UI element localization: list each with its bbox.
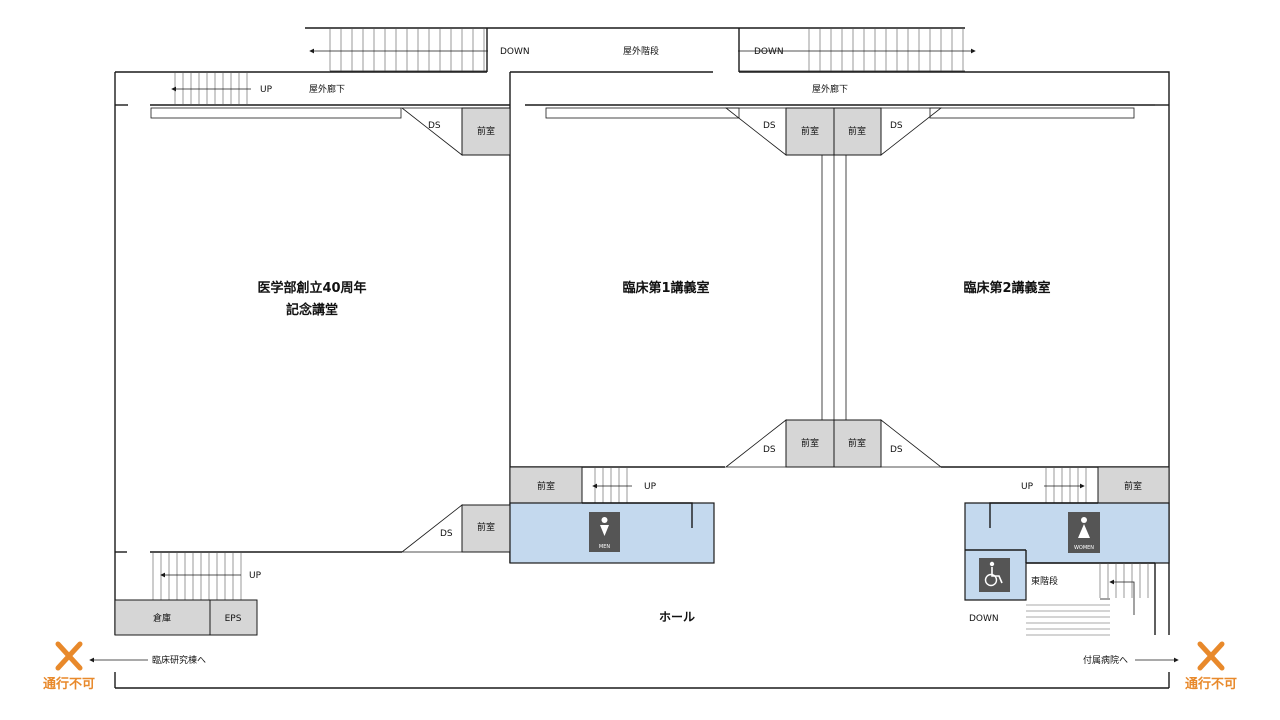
auditorium-name-line1: 医学部創立40周年 xyxy=(257,280,366,296)
ds-label: DS xyxy=(428,121,441,131)
outdoor-stairs-label: 屋外階段 xyxy=(623,45,659,57)
ds-label: DS xyxy=(890,121,903,131)
down-label-east: DOWN xyxy=(969,614,999,624)
ds-label: DS xyxy=(763,121,776,131)
up-label-top-left: UP xyxy=(260,85,273,95)
storage-label: 倉庫 xyxy=(153,612,171,624)
hall-name: ホール xyxy=(659,610,695,624)
anteroom-label: 前室 xyxy=(477,125,495,137)
to-hospital-label: 付属病院へ xyxy=(1083,654,1128,666)
stairs-up-center-left: UP xyxy=(592,467,657,503)
women-label: WOMEN xyxy=(1074,545,1094,551)
women-restroom: WOMEN xyxy=(964,502,1170,601)
men-restroom: MEN xyxy=(509,502,715,564)
ds-anterooms: DS 前室 DS 前室 前室 DS DS 前室 前室 DS DS 前室 前室 前… xyxy=(400,107,1170,553)
east-stairs-label: 東階段 xyxy=(1031,575,1058,587)
no-passage-label-right: 通行不可 xyxy=(1185,676,1237,692)
no-entry-cross-icon xyxy=(55,641,83,671)
outdoor-corridor-label-right: 屋外廊下 xyxy=(812,83,848,95)
lecture-room-1-name: 臨床第1講義室 xyxy=(622,280,709,296)
exit-right: 付属病院へ 通行不可 xyxy=(1083,641,1237,692)
stairs-up-bottom-left: UP xyxy=(152,552,262,600)
auditorium-name-line2: 記念講堂 xyxy=(286,302,338,318)
exit-left: 臨床研究棟へ 通行不可 xyxy=(43,641,206,692)
room-labels: 医学部創立40周年 記念講堂 臨床第1講義室 臨床第2講義室 ホール xyxy=(257,280,1050,624)
anteroom-label: 前室 xyxy=(537,480,555,492)
east-stairs: 東階段 DOWN xyxy=(969,562,1156,636)
outdoor-stairs: DOWN DOWN 屋外階段 xyxy=(305,27,976,72)
up-label-bottom-left: UP xyxy=(249,571,262,581)
corridor-bars: 屋外廊下 屋外廊下 xyxy=(150,83,1135,119)
down-label-right: DOWN xyxy=(754,47,784,57)
up-label-right: UP xyxy=(1021,482,1034,492)
ds-label: DS xyxy=(890,445,903,455)
to-research-building-label: 臨床研究棟へ xyxy=(152,654,206,666)
lecture-room-2-name: 臨床第2講義室 xyxy=(963,280,1050,296)
storage-area: 倉庫 EPS xyxy=(114,599,258,636)
ds-label: DS xyxy=(440,529,453,539)
anteroom-label: 前室 xyxy=(801,437,819,449)
men-label: MEN xyxy=(599,544,610,550)
anteroom-label: 前室 xyxy=(1124,480,1142,492)
no-entry-cross-icon xyxy=(1197,641,1225,671)
anteroom-label: 前室 xyxy=(477,521,495,533)
eps-label: EPS xyxy=(225,614,242,624)
up-label-center-left: UP xyxy=(644,482,657,492)
anteroom-label: 前室 xyxy=(848,437,866,449)
no-passage-label-left: 通行不可 xyxy=(43,676,95,692)
anteroom-label: 前室 xyxy=(848,125,866,137)
ds-label: DS xyxy=(763,445,776,455)
outdoor-corridor-label-left: 屋外廊下 xyxy=(309,83,345,95)
stairs-up-right: UP xyxy=(1021,467,1087,503)
anteroom-label: 前室 xyxy=(801,125,819,137)
stairs-up-top-left: UP xyxy=(171,72,273,105)
down-label-left: DOWN xyxy=(500,47,530,57)
